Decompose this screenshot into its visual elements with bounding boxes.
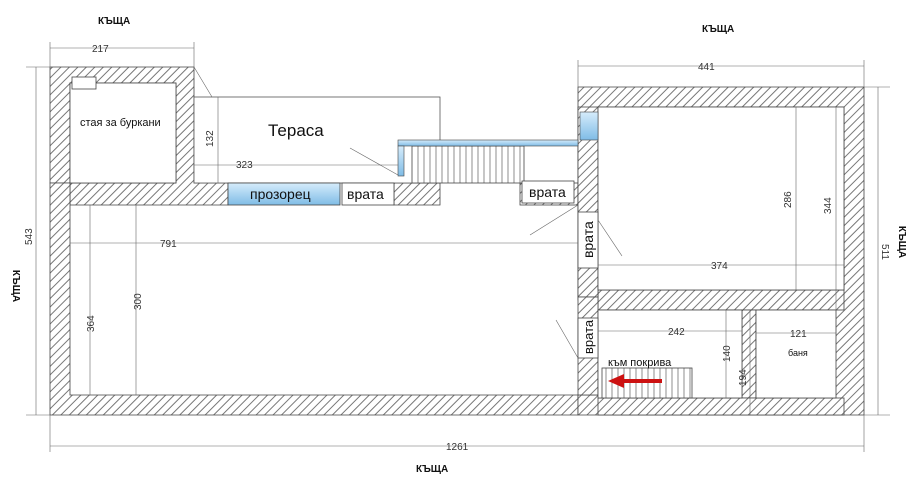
door-terrace-right-label: врата — [529, 184, 566, 200]
dim-total-height-right: 511 — [879, 244, 890, 260]
neighbor-top-right: КЪЩА — [702, 24, 734, 35]
right-block-glass — [579, 111, 599, 141]
wall-room-separator — [597, 289, 845, 311]
dim-hall-height-a: 364 — [86, 315, 97, 332]
to-roof-label: към покрива — [608, 357, 672, 369]
dim-main-hall-length: 791 — [160, 239, 177, 250]
bath-interior — [755, 309, 837, 399]
neighbor-bottom: КЪЩА — [416, 464, 448, 475]
terrace-label: Тераса — [268, 121, 324, 140]
terrace-stairs — [411, 145, 525, 184]
neighbor-left: КЪЩА — [10, 270, 21, 302]
dim-terrace-length: 323 — [236, 160, 253, 171]
dim-room-height-a: 286 — [783, 191, 794, 208]
door-terrace-left-label: врата — [347, 186, 384, 202]
jar-room-interior — [69, 82, 177, 184]
dimension-lines — [26, 42, 890, 452]
dim-room-width: 374 — [711, 261, 728, 272]
door-lower-right-label: врата — [581, 319, 596, 354]
terrace-glass-side — [397, 145, 405, 177]
door-lower-right — [577, 317, 599, 359]
dim-stair-room-height: 140 — [722, 345, 733, 362]
dim-right-block-width: 441 — [698, 62, 715, 73]
neighbor-right: КЪЩА — [896, 226, 907, 258]
dim-bath-height: 194 — [738, 369, 749, 386]
dim-total-height-left: 543 — [24, 228, 35, 245]
door-room-right — [577, 211, 599, 269]
bathroom-label: баня — [788, 348, 808, 358]
jar-shelf — [71, 76, 97, 90]
wall-lower-bottom — [597, 397, 845, 416]
door-terrace-right — [521, 180, 575, 204]
dim-jar-room-width: 217 — [92, 44, 109, 55]
dim-total-length: 1261 — [446, 442, 469, 453]
big-room-interior — [597, 106, 845, 291]
door-terrace-left — [341, 182, 395, 206]
dim-room-height-b: 344 — [823, 197, 834, 214]
dim-stair-room-width: 242 — [668, 327, 685, 338]
wall-terrace-strip — [393, 182, 441, 206]
dim-terrace-depth: 132 — [205, 130, 216, 147]
jar-room-label: стая за буркани — [80, 117, 161, 129]
dim-bath-width: 121 — [790, 329, 807, 340]
window-rect — [227, 182, 341, 206]
arrow-icon — [608, 374, 662, 388]
wall-left-outer — [49, 182, 579, 416]
window-label: прозорец — [250, 186, 311, 202]
terrace-glass-top — [397, 139, 579, 147]
neighbor-top-left: КЪЩА — [98, 16, 130, 27]
door-room-right-label: врата — [580, 221, 596, 258]
dim-hall-height-b: 300 — [133, 293, 144, 310]
